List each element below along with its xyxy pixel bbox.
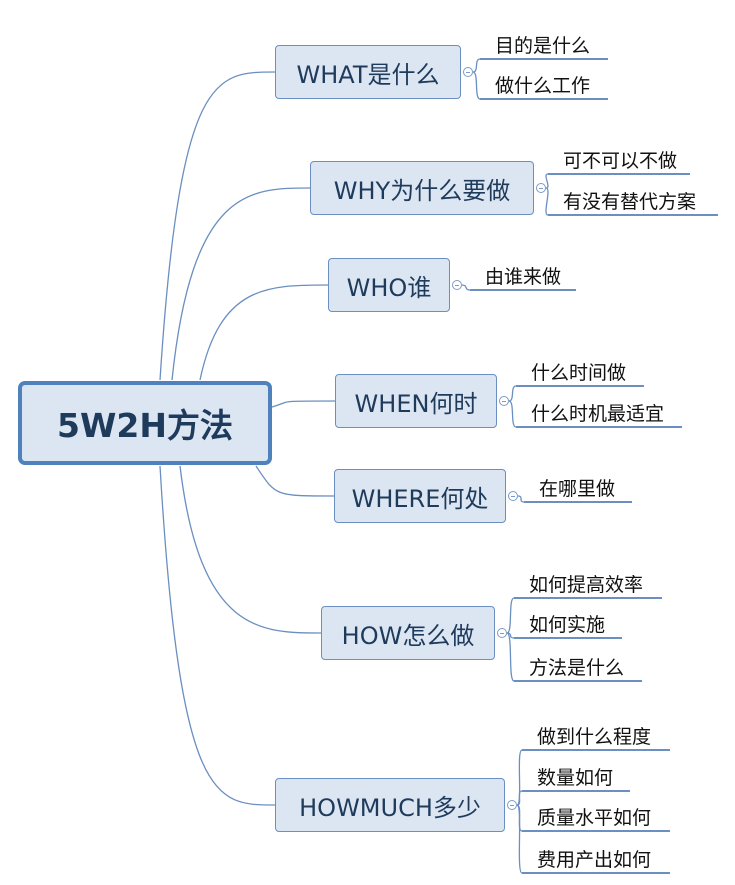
branch-label: WHEN何时 (354, 389, 478, 418)
leaf-connector (545, 173, 549, 189)
branch-node[interactable]: HOWMUCH多少 (275, 778, 505, 832)
collapse-icon[interactable] (507, 800, 517, 810)
leaf-label[interactable]: 如何提高效率 (529, 574, 644, 596)
leaf-label[interactable]: 做到什么程度 (537, 726, 652, 748)
branch-connector (255, 465, 335, 497)
leaf-connector (472, 58, 481, 73)
leaf-label[interactable]: 质量水平如何 (537, 807, 652, 829)
branch-connector (179, 465, 322, 634)
branch-node[interactable]: WHAT是什么 (275, 45, 461, 99)
collapse-icon[interactable] (536, 183, 546, 193)
branch-node[interactable]: WHY为什么要做 (310, 161, 534, 215)
leaf-label[interactable]: 由谁来做 (485, 266, 562, 288)
branch-label: HOW怎么做 (341, 621, 475, 650)
leaf-connector (506, 597, 515, 634)
branch-connector (159, 465, 276, 806)
branch-label: WHERE何处 (351, 484, 489, 513)
collapse-icon[interactable] (499, 396, 509, 406)
leaf-label[interactable]: 费用产出如何 (537, 849, 652, 871)
branch-connector (199, 284, 329, 381)
branch-label: HOWMUCH多少 (299, 793, 481, 822)
leaf-label[interactable]: 数量如何 (537, 767, 614, 789)
leaf-connector (516, 804, 523, 874)
branch-connector (171, 187, 311, 381)
branch-connector (271, 400, 336, 408)
leaf-connector (508, 385, 517, 402)
leaf-connector (506, 632, 515, 682)
branch-label: WHO谁 (346, 273, 432, 302)
leaf-connector (516, 749, 523, 806)
leaf-label[interactable]: 什么时机最适宜 (531, 403, 665, 425)
leaf-connector (508, 400, 517, 428)
leaf-connector (472, 71, 481, 100)
branch-label: WHAT是什么 (296, 60, 440, 89)
leaf-label[interactable]: 方法是什么 (529, 657, 625, 679)
leaf-label[interactable]: 做什么工作 (495, 75, 591, 97)
collapse-icon[interactable] (508, 491, 518, 501)
leaf-connector (516, 790, 523, 806)
leaf-label[interactable]: 可不可以不做 (563, 150, 678, 172)
leaf-connector (517, 495, 525, 503)
leaf-label[interactable]: 如何实施 (529, 614, 606, 636)
leaf-label[interactable]: 目的是什么 (495, 35, 591, 57)
branch-node[interactable]: WHO谁 (328, 258, 450, 312)
branch-connector (159, 71, 276, 381)
root-label: 5W2H方法 (57, 406, 233, 445)
collapse-icon[interactable] (452, 280, 462, 290)
branch-node[interactable]: WHERE何处 (334, 469, 506, 523)
branch-node[interactable]: WHEN何时 (335, 374, 497, 428)
root-node[interactable]: 5W2H方法 (18, 381, 272, 465)
leaf-connector (461, 284, 471, 291)
collapse-icon[interactable] (463, 67, 473, 77)
leaf-label[interactable]: 有没有替代方案 (563, 191, 697, 213)
branch-node[interactable]: HOW怎么做 (321, 606, 495, 660)
collapse-icon[interactable] (497, 628, 507, 638)
leaf-connector (545, 187, 549, 216)
leaf-label[interactable]: 在哪里做 (539, 478, 616, 500)
branch-label: WHY为什么要做 (333, 176, 511, 205)
leaf-label[interactable]: 什么时间做 (531, 362, 627, 384)
